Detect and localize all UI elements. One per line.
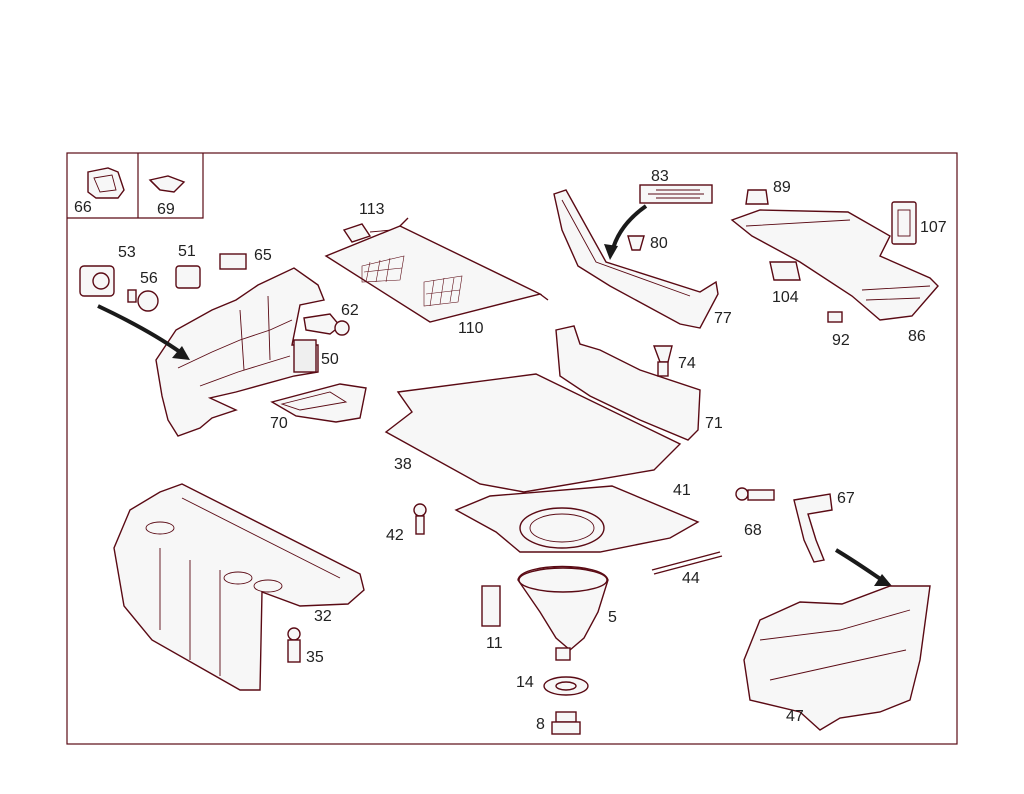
callout-92: 92	[832, 332, 850, 349]
part-62-push-pin	[303, 313, 350, 336]
callout-83: 83	[651, 168, 669, 185]
part-92-screw	[827, 311, 843, 323]
callout-50: 50	[321, 351, 339, 368]
callout-44: 44	[682, 570, 700, 587]
callout-77: 77	[714, 310, 732, 327]
callout-56: 56	[140, 270, 158, 287]
callout-68: 68	[744, 522, 762, 539]
part-41-panel	[454, 485, 700, 553]
part-107-cover	[891, 201, 917, 245]
callout-11: 11	[486, 635, 503, 652]
part-14-washer	[543, 676, 589, 696]
part-86-panel	[730, 209, 939, 321]
callout-41: 41	[673, 482, 691, 499]
callout-53: 53	[118, 244, 136, 261]
part-35-clip	[287, 627, 301, 663]
part-65-pad	[219, 253, 247, 270]
arrow-83-to-77	[604, 204, 648, 260]
part-67-bracket	[793, 493, 833, 563]
part-83-label	[639, 184, 713, 204]
part-50-side-trim	[155, 267, 325, 437]
inset-box-frame	[67, 153, 204, 219]
part-53-grommet	[79, 265, 115, 297]
part-38-floor-mat	[384, 373, 682, 493]
part-56-knob	[127, 289, 159, 312]
callout-35: 35	[306, 649, 324, 666]
part-71-strip	[555, 325, 701, 441]
part-80-clip	[627, 235, 645, 251]
diagram-frame	[66, 152, 958, 745]
arrow-53-to-50	[97, 304, 190, 360]
part-47-trunk-trim	[743, 585, 931, 731]
callout-38: 38	[394, 456, 412, 473]
callout-71: 71	[705, 415, 723, 432]
callout-113: 113	[359, 201, 385, 218]
callout-62: 62	[341, 302, 359, 319]
callout-110: 110	[458, 320, 484, 337]
arrow-67-to-47	[834, 548, 892, 586]
part-89-nut	[745, 189, 769, 205]
part-104-bracket	[769, 261, 801, 281]
part-5-well-cup	[517, 565, 609, 661]
part-74-plug	[652, 345, 673, 377]
callout-104: 104	[772, 289, 799, 306]
part-8-nut	[551, 711, 581, 735]
part-44-rod	[651, 551, 723, 575]
part-11-pad	[481, 585, 501, 627]
callout-107: 107	[920, 219, 947, 236]
callout-69: 69	[157, 201, 175, 218]
callout-86: 86	[908, 328, 926, 345]
callout-42: 42	[386, 527, 404, 544]
callout-51: 51	[178, 243, 196, 260]
callout-66: 66	[74, 199, 92, 216]
callout-67: 67	[837, 490, 855, 507]
callout-65: 65	[254, 247, 272, 264]
callout-32: 32	[314, 608, 332, 625]
callout-74: 74	[678, 355, 696, 372]
part-51-cap	[175, 265, 201, 289]
callout-89: 89	[773, 179, 791, 196]
callout-70: 70	[270, 415, 288, 432]
part-66-clip	[87, 167, 125, 199]
part-42-clip	[413, 503, 427, 535]
part-32-shelf	[113, 483, 365, 691]
callout-47: 47	[786, 708, 804, 725]
part-70-tray	[270, 383, 367, 423]
part-110-cargo-net	[324, 217, 549, 323]
callout-14: 14	[516, 674, 534, 691]
callout-5: 5	[608, 609, 617, 626]
part-69-clip	[148, 175, 186, 193]
callout-8: 8	[536, 716, 545, 733]
callout-80: 80	[650, 235, 668, 252]
part-68-bolt	[735, 487, 775, 501]
part-77-sill-trim	[553, 189, 719, 329]
